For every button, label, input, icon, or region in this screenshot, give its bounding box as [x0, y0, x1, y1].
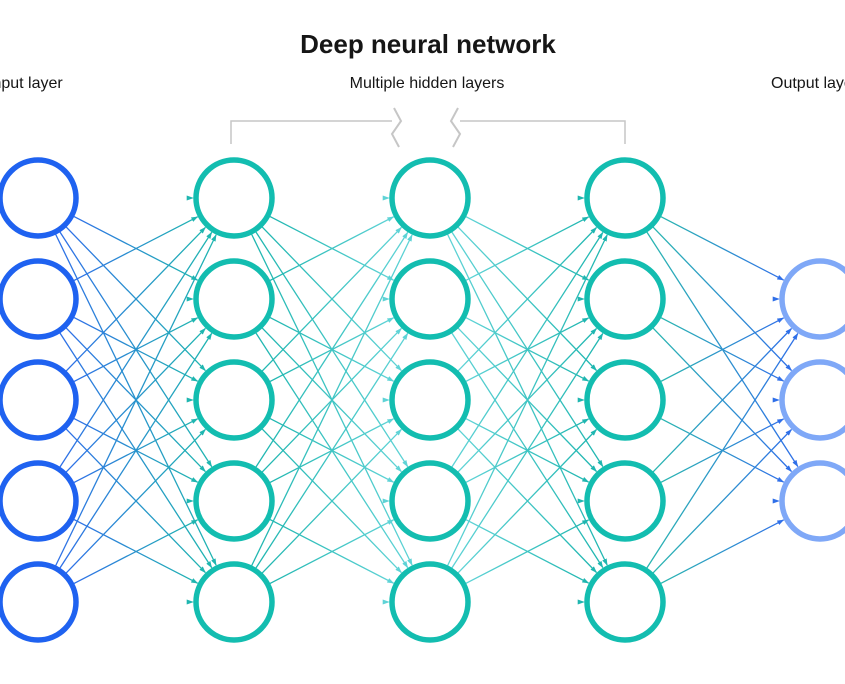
hidden-node-l2-5	[389, 561, 471, 643]
output-node-l4-3	[779, 460, 845, 542]
connection-l1-n2-to-l2-n0	[261, 226, 402, 372]
hidden-node-l3-2	[584, 258, 666, 340]
connection-l2-n2-to-l3-n0	[457, 226, 597, 372]
connection-l3-n2-to-l4-n0	[660, 317, 785, 383]
connection-l0-n4-to-l1-n3	[73, 519, 199, 585]
connection-l2-n4-to-l3-n2	[457, 428, 597, 574]
connection-l1-n1-to-l2-n0	[269, 216, 395, 282]
input-node-l0-4	[0, 460, 79, 542]
connection-l2-n3-to-l3-n0	[451, 231, 604, 468]
neurons	[0, 157, 845, 643]
connection-l2-n1-to-l3-n0	[465, 216, 590, 282]
hidden-node-l2-2	[389, 258, 471, 340]
connection-l1-n3-to-l2-n0	[255, 231, 409, 468]
hidden-node-l3-1	[584, 157, 666, 239]
connection-l2-n4-to-l3-n1	[451, 332, 604, 569]
connection-l1-n4-to-l2-n0	[250, 234, 413, 567]
hidden-node-l3-3	[584, 359, 666, 441]
connection-l3-n3-to-l4-n0	[652, 327, 792, 473]
connection-l3-n4-to-l4-n2	[660, 519, 785, 585]
hidden-node-l1-2	[193, 258, 275, 340]
diagram-title: Deep neural network	[300, 29, 556, 59]
connection-l1-n4-to-l2-n3	[269, 519, 395, 585]
hidden-node-l3-4	[584, 460, 666, 542]
hidden-node-l2-1	[389, 157, 471, 239]
output-layer-label: Output layer	[771, 75, 845, 92]
connection-l1-n4-to-l2-n1	[255, 332, 409, 569]
hidden-node-l1-1	[193, 157, 275, 239]
input-node-l0-1	[0, 157, 79, 239]
connection-l0-n2-to-l1-n0	[65, 226, 206, 372]
connection-l2-n4-to-l3-n0	[446, 234, 608, 567]
input-node-l0-5	[0, 561, 79, 643]
connection-l0-n4-to-l1-n1	[59, 332, 213, 569]
hidden-node-l2-3	[389, 359, 471, 441]
connection-l3-n4-to-l4-n0	[646, 332, 799, 569]
bracket-break-right	[449, 107, 462, 148]
hidden-layers-label: Multiple hidden layers	[350, 75, 505, 92]
hidden-layers-bracket	[230, 107, 626, 148]
hidden-node-l1-5	[193, 561, 275, 643]
connections	[54, 195, 799, 605]
connection-l0-n4-to-l1-n0	[54, 234, 217, 567]
bracket-line	[230, 120, 626, 144]
input-layer-label: Input layer	[0, 75, 63, 92]
connection-l3-n0-to-l4-n0	[660, 215, 785, 281]
bracket-break-left	[390, 107, 403, 148]
output-node-l4-1	[779, 258, 845, 340]
connection-l3-n4-to-l4-n1	[652, 428, 792, 574]
connection-l1-n4-to-l2-n2	[261, 428, 402, 574]
hidden-node-l1-4	[193, 460, 275, 542]
output-node-l4-2	[779, 359, 845, 441]
input-node-l0-3	[0, 359, 79, 441]
input-node-l0-2	[0, 258, 79, 340]
connection-l2-n4-to-l3-n3	[465, 519, 590, 585]
connection-l0-n4-to-l1-n2	[65, 428, 206, 574]
hidden-node-l3-5	[584, 561, 666, 643]
hidden-node-l2-4	[389, 460, 471, 542]
connection-l0-n1-to-l1-n0	[73, 216, 199, 282]
hidden-node-l1-3	[193, 359, 275, 441]
connection-l0-n3-to-l1-n0	[59, 231, 213, 468]
